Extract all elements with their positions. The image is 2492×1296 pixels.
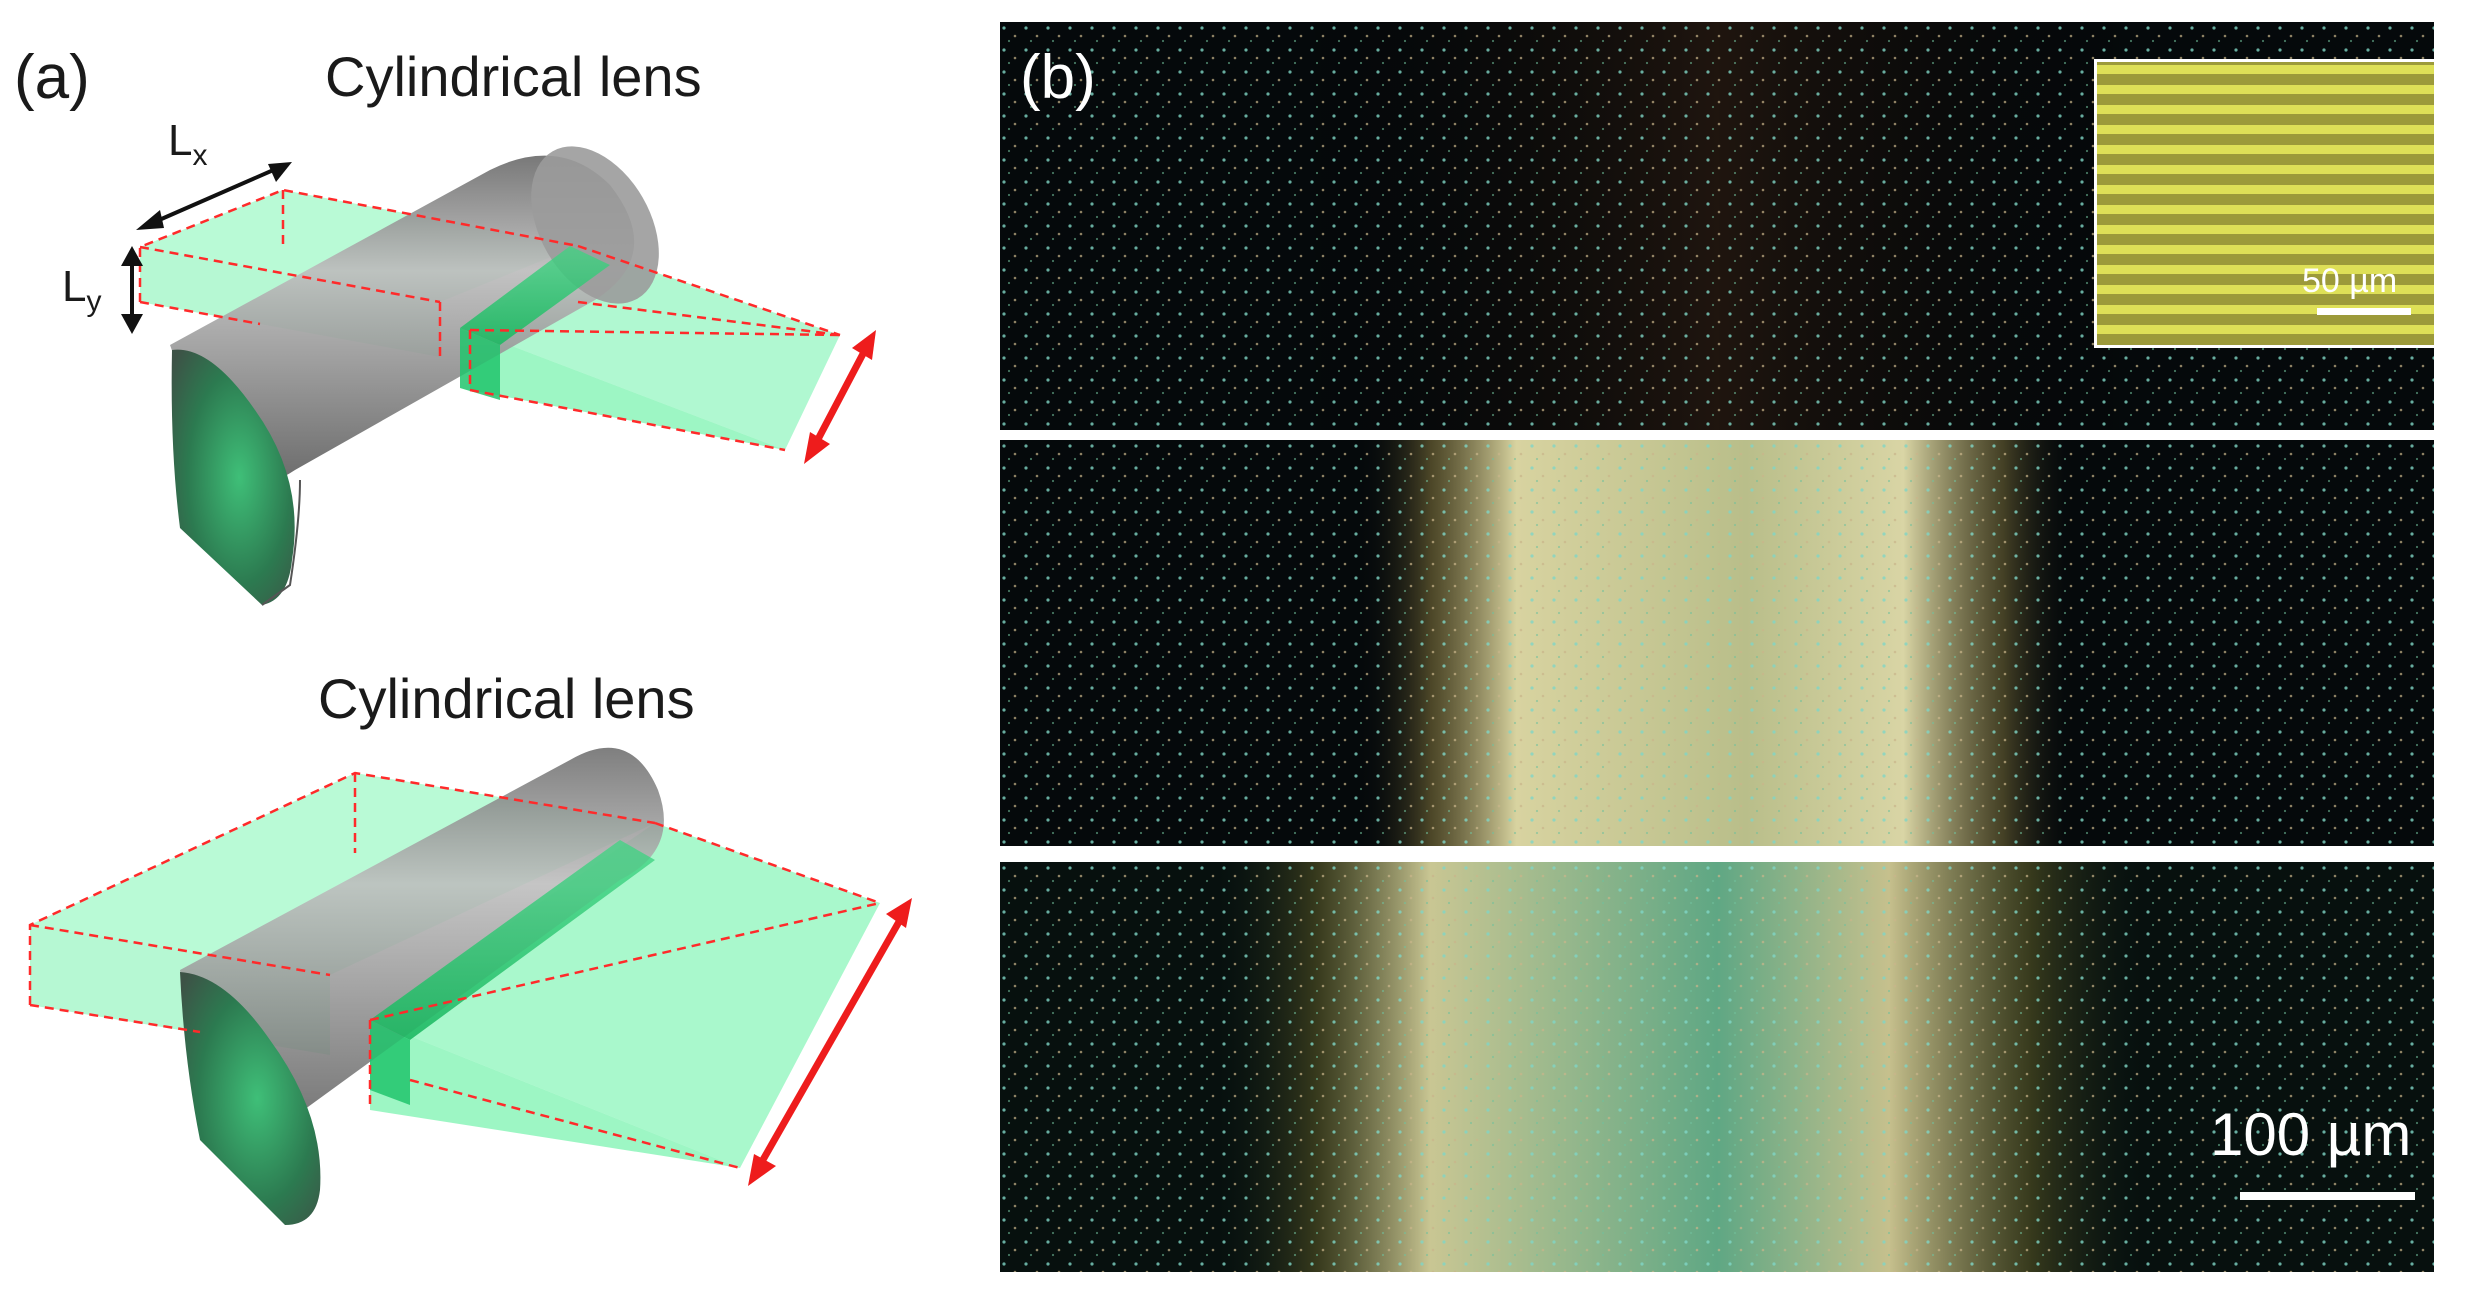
ly-arrow	[121, 246, 143, 334]
bottom-lens-face	[180, 972, 321, 1225]
top-lens-face	[171, 349, 295, 605]
lx-label: Lx	[168, 116, 207, 173]
inset-scale-bar	[2317, 308, 2411, 315]
panel-a-label: (a)	[14, 43, 90, 112]
panel-b: (b) 50 µm	[1000, 0, 2492, 1296]
micrograph-bottom-particles	[1000, 862, 2434, 1272]
lx-arrow	[136, 162, 292, 230]
main-scale-label: 100 µm	[2210, 1101, 2412, 1168]
panel-a: (a) Cylindrical lens Cylindrical lens Lx…	[0, 0, 990, 1296]
ly-sub: y	[86, 284, 102, 318]
lx-main: L	[168, 116, 193, 165]
bottom-cylinder	[180, 747, 664, 1138]
top-lens-band	[460, 246, 610, 345]
top-cylinder	[170, 155, 635, 485]
micrograph-middle	[1000, 440, 2434, 846]
top-red-arrow	[804, 330, 876, 464]
ly-main: L	[62, 262, 87, 311]
micrograph-bottom: 100 µm	[1000, 862, 2434, 1272]
micrograph-middle-particles	[1000, 440, 2434, 846]
main-scale-bar	[2240, 1192, 2415, 1200]
lens-diagram	[28, 146, 912, 1225]
inset-scale-label: 50 µm	[2302, 262, 2398, 300]
bottom-output-beam	[370, 823, 880, 1168]
bottom-lens-label: Cylindrical lens	[318, 667, 695, 730]
ly-label: Ly	[62, 262, 101, 319]
micrograph-top: (b) 50 µm	[1000, 22, 2434, 430]
inset-image: 50 µm	[2094, 59, 2434, 348]
lx-sub: x	[192, 138, 208, 172]
bottom-red-arrow	[748, 898, 912, 1186]
top-lens-label: Cylindrical lens	[325, 45, 702, 108]
bottom-lens-band	[370, 840, 655, 1040]
panel-b-label: (b)	[1020, 43, 1096, 112]
